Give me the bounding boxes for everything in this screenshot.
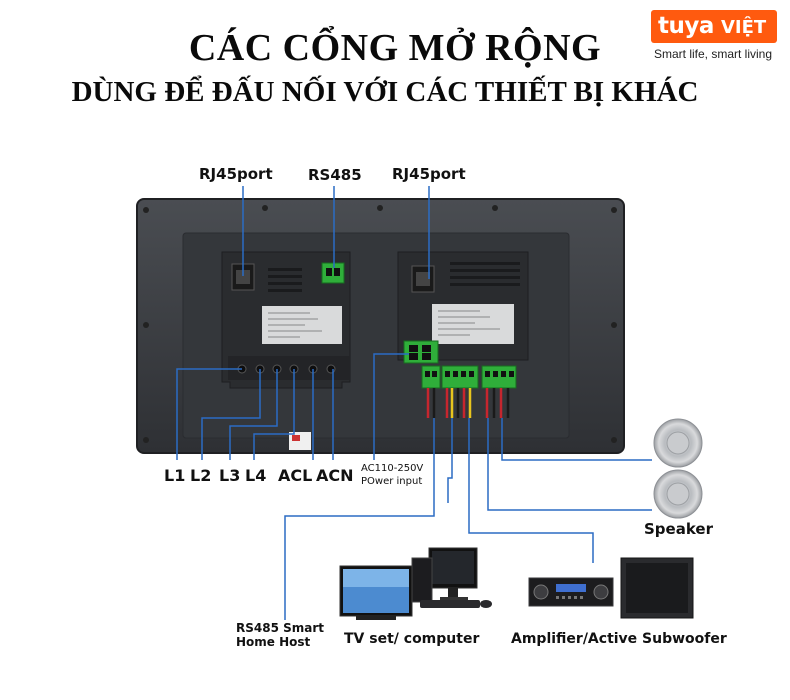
tv-computer-illustration (339, 547, 492, 620)
left-module (221, 251, 351, 389)
label-rj45-right: RJ45port (392, 165, 466, 183)
tuya-viet-logo: tuya VIỆT Smart life, smart living (651, 10, 782, 62)
label-l4: L4 (245, 466, 267, 485)
label-speaker: Speaker (644, 520, 713, 538)
label-host-line-1: RS485 Smart (236, 621, 325, 635)
amplifier-illustration (528, 577, 614, 607)
label-host-line-2: Home Host (236, 635, 311, 649)
logo-country: VIỆT (721, 17, 767, 38)
label-power-input: POwer input (361, 476, 423, 487)
speaker-top (653, 418, 703, 468)
label-amplifier: Amplifier/Active Subwoofer (511, 631, 727, 647)
logo-brand: tuya (658, 13, 714, 39)
logo-slogan: Smart life, smart living (654, 47, 773, 61)
right-module (397, 251, 529, 361)
callout-lines (176, 186, 652, 620)
label-power-voltage: AC110-250V (361, 463, 424, 474)
label-rs485: RS485 (308, 166, 362, 184)
logo-badge: tuya VIỆT (651, 10, 777, 43)
heading-line-1: CÁC CỔNG MỞ RỘNG (188, 27, 602, 69)
label-rj45-left: RJ45port (199, 165, 273, 183)
label-l2: L2 (190, 466, 212, 485)
terminal-blocks (289, 340, 517, 450)
label-acl: ACL (278, 466, 313, 485)
panel-back (136, 198, 625, 454)
heading-line-2: DÙNG ĐỂ ĐẤU NỐI VỚI CÁC THIẾT BỊ KHÁC (71, 76, 699, 108)
label-acn: ACN (316, 466, 354, 485)
subwoofer-illustration (620, 557, 694, 619)
label-tv-computer: TV set/ computer (344, 631, 480, 647)
label-l1: L1 (164, 466, 186, 485)
speaker-bottom (653, 469, 703, 519)
label-l3: L3 (219, 466, 241, 485)
